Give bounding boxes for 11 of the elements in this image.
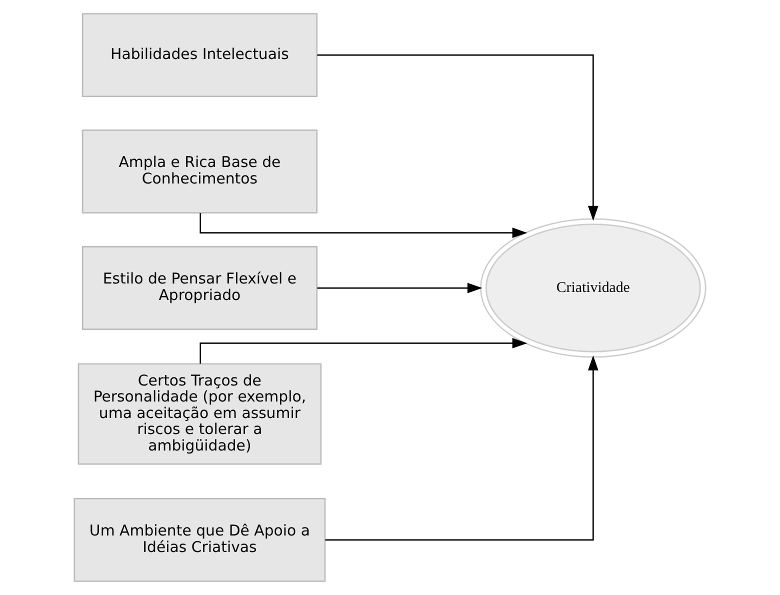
arrow	[200, 338, 528, 364]
node-ellipse: Criatividade	[480, 218, 706, 358]
arrow	[325, 355, 598, 541]
node-box: Ampla e Rica Base de Conhecimentos	[82, 130, 318, 214]
node-box: Certos Traços de Personalidade (por exemplo, uma aceitação em assumir riscos e tolerar a ambigüidade)	[78, 363, 322, 465]
arrow	[200, 213, 528, 238]
node-box: Estilo de Pensar Flexível e Apropriado	[82, 246, 318, 330]
arrow	[317, 54, 598, 221]
arrow	[317, 282, 482, 294]
node-box: Um Ambiente que Dê Apoio a Idéias Criativas	[74, 498, 326, 582]
node-box: Habilidades Intelectuais	[82, 13, 318, 98]
